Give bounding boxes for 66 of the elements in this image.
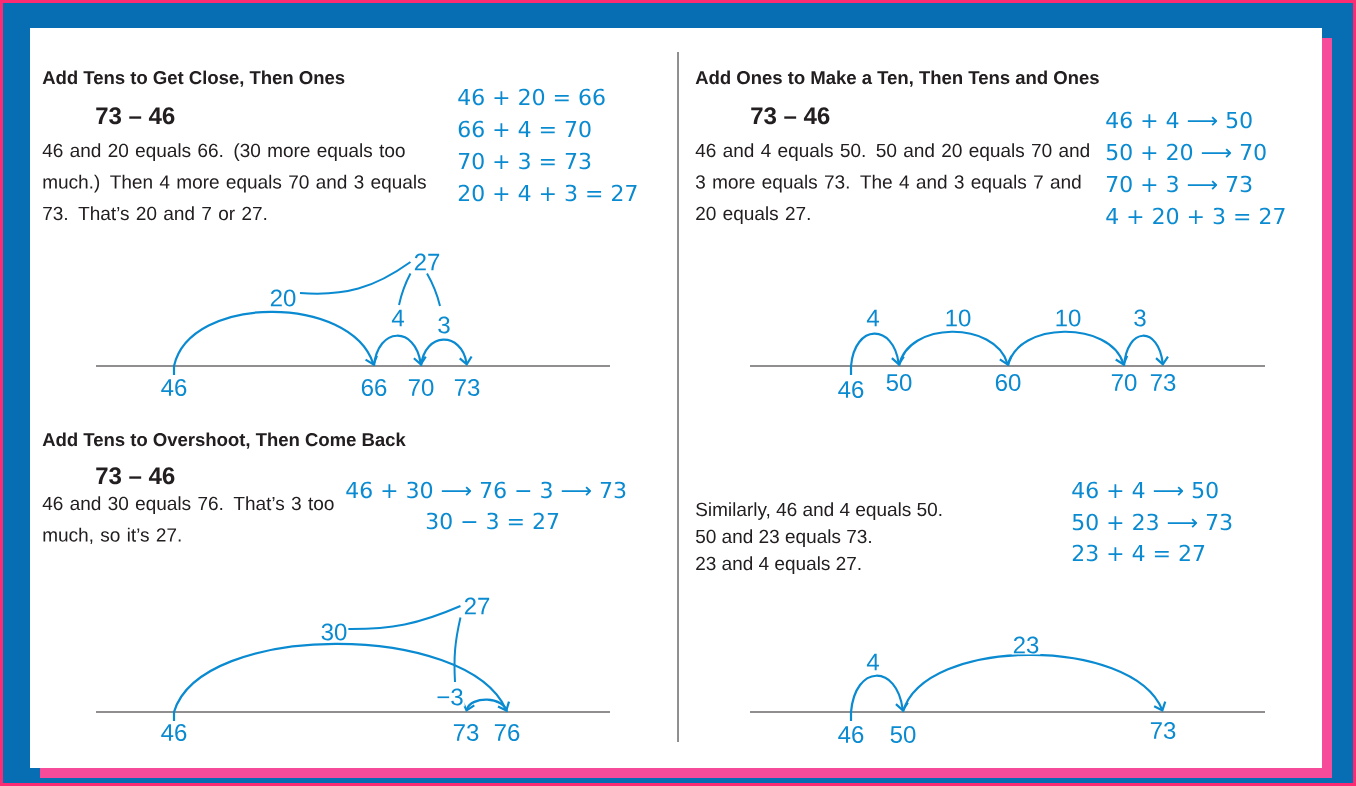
section-heading: Add Tens to Overshoot, Then Come Back [42,432,406,449]
jump-arrow [461,698,509,713]
problem-text: 73 – 46 [751,107,830,125]
equation: 70 + 3 = 73 [459,152,591,170]
jump-arrow [372,334,427,367]
tick-label: 66 [361,379,387,396]
equation: 50 + 20 ⟶ 70 [1106,143,1266,161]
tick-label: 70 [408,379,434,396]
edge-label: 23 [1011,635,1041,655]
jump-arrow [172,310,378,375]
explanation-text: Similarly, 46 and 4 equals 50. [696,502,942,520]
section-heading: Add Tens to Get Close, Then Ones [42,70,345,87]
equation: 23 + 4 = 27 [1072,544,1205,562]
edge-label: 3 [436,315,452,335]
tick-label: 50 [890,726,916,743]
edge-label: 30 [319,622,349,642]
edge-label: −3 [435,687,465,707]
leader-line [426,272,441,307]
tick-label: 73 [1150,374,1176,391]
equation: 46 + 20 = 66 [458,88,605,106]
total-label: 27 [464,597,490,615]
jump-arrow [1122,334,1169,367]
leader-line [345,605,462,630]
explanation-text: 46 and 20 equals 66. (30 more equals too much.) Then 4 more equals 70 and 3 equals 73. That’s 20 and 7 or 27. [42,143,426,221]
tick-label: 70 [1111,374,1137,391]
equation: 66 + 4 = 70 [458,120,591,138]
tick-label: 46 [838,381,864,398]
equation: 4 + 20 + 3 = 27 [1106,207,1285,225]
jump-arrow [1007,330,1129,367]
equation: 50 + 23 ⟶ 73 [1072,513,1232,531]
edge-label: 10 [943,308,973,328]
problem-text: 73 – 46 [96,107,175,125]
equation: 20 + 4 + 3 = 27 [458,184,637,202]
total-label: 27 [414,253,440,271]
jump-arrow [897,330,1013,367]
tick-label: 73 [454,379,480,396]
tick-label: 60 [995,374,1021,391]
tick-label: 76 [494,724,520,741]
jump-arrow [849,674,909,721]
edge-label: 3 [1132,308,1148,328]
explanation-text: 50 and 23 equals 73. [695,529,871,547]
explanation-text: 46 and 4 equals 50. 50 and 20 equals 70 and 3 more equals 73. The 4 and 3 equals 7 and 20 equals 27. [695,143,1089,224]
tick-label: 46 [838,726,864,743]
leader-line [299,261,412,295]
edge-label: 20 [268,288,298,308]
equation: 46 + 30 ⟶ 76 − 3 ⟶ 73 [346,481,626,499]
section-heading: Add Ones to Make a Ten, Then Tens and Ones [695,70,1099,87]
equation: 30 − 3 = 27 [426,512,559,530]
jump-arrow [902,653,1167,713]
leader-line [398,272,412,306]
tick-label: 73 [453,724,479,741]
edge-label: 10 [1053,308,1083,328]
jump-arrow [849,332,905,375]
jump-arrow [419,338,473,367]
equation: 46 + 4 ⟶ 50 [1072,481,1218,499]
tick-label: 50 [886,374,912,391]
equation: 70 + 3 ⟶ 73 [1107,175,1252,193]
tick-label: 73 [1150,722,1176,739]
tick-label: 46 [161,379,187,396]
equation: 46 + 4 ⟶ 50 [1106,111,1252,129]
explanation-text: 23 and 4 equals 27. [696,556,861,574]
jump-arrow [172,642,511,721]
explanation-text: 46 and 30 equals 76. That’s 3 too much, so it’s 27. [42,496,334,544]
leader-line [453,616,462,683]
problem-text: 73 – 46 [96,467,175,485]
tick-label: 46 [161,724,187,741]
